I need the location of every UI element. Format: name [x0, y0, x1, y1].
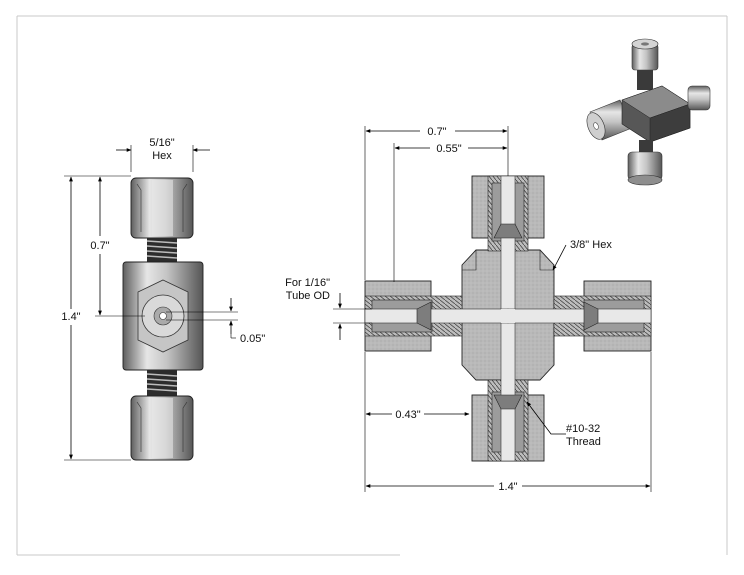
section-nut-span: 0.55"	[436, 143, 461, 155]
section-overall-length: 1.4"	[498, 481, 517, 493]
section-arm-width: 0.7"	[427, 126, 446, 138]
side-bore-offset: 0.05"	[240, 333, 265, 345]
tube-label-line1: For 1/16"	[285, 277, 330, 289]
dim-tube-od: For 1/16" Tube OD	[285, 277, 372, 340]
dim-nut-span: 0.55"	[393, 143, 508, 282]
bore-junction	[501, 309, 515, 323]
dim-side-hex: 5/16" Hex	[116, 137, 210, 172]
dim-section-overall: 1.4"	[364, 352, 652, 493]
iso-body	[621, 85, 691, 143]
sheet-border	[16, 15, 728, 556]
dim-side-half: 0.7"	[90, 175, 145, 317]
side-view: 5/16" Hex 0.7" 1.4" 0.05"	[61, 137, 265, 461]
side-half-length: 0.7"	[90, 240, 109, 252]
iso-bottom-nut	[627, 140, 663, 186]
top-nut	[130, 177, 194, 239]
side-overall-length: 1.4"	[61, 311, 80, 323]
iso-right-nut	[687, 85, 711, 111]
top-thread	[146, 238, 178, 262]
side-hex-label-1: 5/16"	[149, 137, 174, 149]
dim-side-bore: 0.05"	[166, 298, 265, 345]
thread-label-line2: Thread	[566, 436, 601, 448]
section-left-nut	[364, 280, 509, 352]
bottom-nut	[130, 395, 194, 461]
section-view: 0.7" 0.55" For 1/16" Tube OD 3/8" Hex	[285, 126, 652, 493]
side-hex-label-2: Hex	[152, 150, 172, 162]
section-bottom-nut	[471, 315, 545, 462]
section-hex-label: 3/8" Hex	[570, 239, 612, 251]
section-top-nut	[471, 175, 545, 317]
thread-label-line1: #10-32	[566, 423, 600, 435]
tube-label-line2: Tube OD	[286, 290, 330, 302]
bottom-thread	[146, 370, 178, 396]
iso-left-nut	[586, 99, 633, 141]
callout-thread: #10-32 Thread	[526, 401, 601, 448]
body-block	[122, 261, 204, 371]
dim-arm-width: 0.7"	[364, 126, 509, 280]
section-right-nut	[507, 280, 652, 352]
section-port-depth: 0.43"	[395, 409, 420, 421]
dim-port-depth: 0.43"	[364, 352, 470, 421]
iso-top-nut	[631, 38, 659, 90]
callout-hex: 3/8" Hex	[552, 239, 612, 271]
dim-side-overall: 1.4"	[61, 175, 131, 461]
isometric-view	[586, 38, 711, 186]
